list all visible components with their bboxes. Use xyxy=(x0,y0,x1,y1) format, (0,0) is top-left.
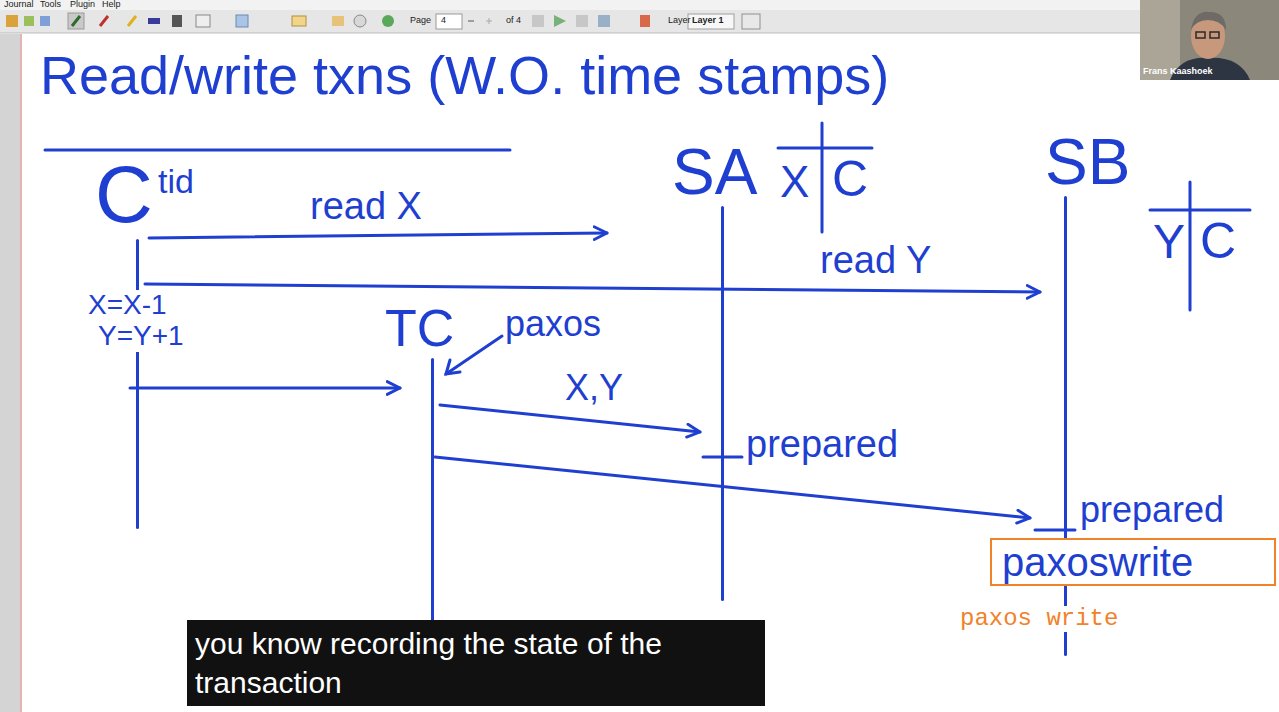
page-margin xyxy=(0,34,20,712)
subtitle-caption: you know recording the state of the tran… xyxy=(187,620,765,706)
message-arrow xyxy=(149,233,607,238)
person-hair xyxy=(1191,12,1226,30)
page-plus xyxy=(489,18,490,24)
leader-arrow xyxy=(446,336,502,374)
slide-title: Read/write txns (W.O. time stamps) xyxy=(40,46,889,105)
lifeline xyxy=(1064,196,1067,656)
page-number: 4 xyxy=(441,16,446,26)
node-label: TC xyxy=(385,302,454,354)
lock-table-line xyxy=(778,147,872,150)
message-label: read X xyxy=(310,186,422,228)
page-minus xyxy=(468,21,474,22)
webcam-frame xyxy=(1140,0,1279,80)
handwritten-note: tid xyxy=(158,163,194,200)
server-lifeline-head: SB xyxy=(1045,130,1130,194)
page-input xyxy=(436,14,462,29)
refresh-icon xyxy=(382,15,394,27)
lock-table-line xyxy=(821,123,824,232)
nav-icon xyxy=(598,15,610,27)
title-underline xyxy=(45,149,510,152)
handwritten-note: prepared xyxy=(746,424,898,466)
lifeline xyxy=(136,239,139,529)
nav-icon xyxy=(640,15,650,27)
server-lifeline-head: SA xyxy=(672,140,757,204)
tool-icon xyxy=(24,16,34,26)
menu-bar xyxy=(0,0,1279,10)
message-arrow xyxy=(440,405,700,432)
handwritten-note: X=X-1 xyxy=(86,290,169,321)
message-label: X,Y xyxy=(565,368,623,408)
toolbar-icons xyxy=(6,13,760,29)
lock-entry: C xyxy=(1200,214,1236,269)
tool-icon xyxy=(354,15,366,27)
tool-icon xyxy=(6,15,18,27)
nav-icon xyxy=(532,15,544,27)
speaker-name: Frans Kaashoek xyxy=(1143,67,1213,77)
handwritten-note: Y=Y+1 xyxy=(96,321,186,352)
lock-entry: X xyxy=(780,158,809,206)
coordinator-lifeline-head: TC xyxy=(385,302,454,354)
toolbar-label: Layer xyxy=(668,16,691,26)
message-label: read Y xyxy=(820,240,931,282)
tool-icon xyxy=(148,18,160,24)
eraser-icon xyxy=(100,16,108,26)
person-glasses xyxy=(1210,32,1219,38)
toolbar-label: Page xyxy=(410,16,431,26)
pencil-icon xyxy=(72,16,80,26)
tool-icon xyxy=(196,15,210,27)
leader-arrowhead xyxy=(446,360,460,374)
nav-icon xyxy=(554,15,566,27)
menu-item: Tools xyxy=(40,0,61,10)
node-label: SA xyxy=(672,140,757,204)
handwriting-strokes xyxy=(45,123,1250,530)
menu-item: Help xyxy=(102,0,121,10)
tool-icon xyxy=(68,13,84,29)
lock-table-line xyxy=(1189,182,1192,310)
lifeline xyxy=(721,206,724,601)
person-glasses xyxy=(1196,32,1205,38)
highlighter-icon xyxy=(128,16,136,26)
layer-name: Layer 1 xyxy=(692,16,724,26)
node-label: SB xyxy=(1045,130,1130,194)
prepare-tick xyxy=(1035,529,1075,532)
tool-icon xyxy=(172,15,182,27)
client-lifeline-head: C xyxy=(95,155,153,235)
tool-icon xyxy=(236,15,248,27)
message-arrow xyxy=(130,387,400,390)
toolbar-edge xyxy=(0,33,1279,34)
layer-dropdown xyxy=(688,14,734,29)
message-arrow xyxy=(435,457,1030,518)
menu-item: Journal xyxy=(4,0,34,10)
lock-entry: C xyxy=(832,152,868,207)
annotation-note: paxos write xyxy=(958,606,1120,632)
handwritten-note: paxos xyxy=(505,304,601,344)
tool-icon xyxy=(292,16,306,26)
node-label: C xyxy=(95,155,153,235)
layer-icon xyxy=(742,14,760,29)
highlight-box: paxoswrite xyxy=(990,538,1276,586)
toolbar-label: of 4 xyxy=(506,16,521,26)
page-border xyxy=(20,34,22,712)
lock-entry: Y xyxy=(1153,216,1185,269)
lock-table-line xyxy=(1150,209,1250,212)
tool-icon xyxy=(332,16,344,26)
lifeline xyxy=(431,358,434,630)
nav-icon xyxy=(576,15,588,27)
node-label: paxoswrite xyxy=(1002,542,1193,582)
webcam xyxy=(1140,0,1279,80)
handwritten-note: prepared xyxy=(1080,490,1224,530)
tool-bar xyxy=(0,10,1279,33)
message-arrow xyxy=(145,284,1040,292)
tool-icon xyxy=(40,16,50,26)
menu-item: Plugin xyxy=(70,0,95,10)
